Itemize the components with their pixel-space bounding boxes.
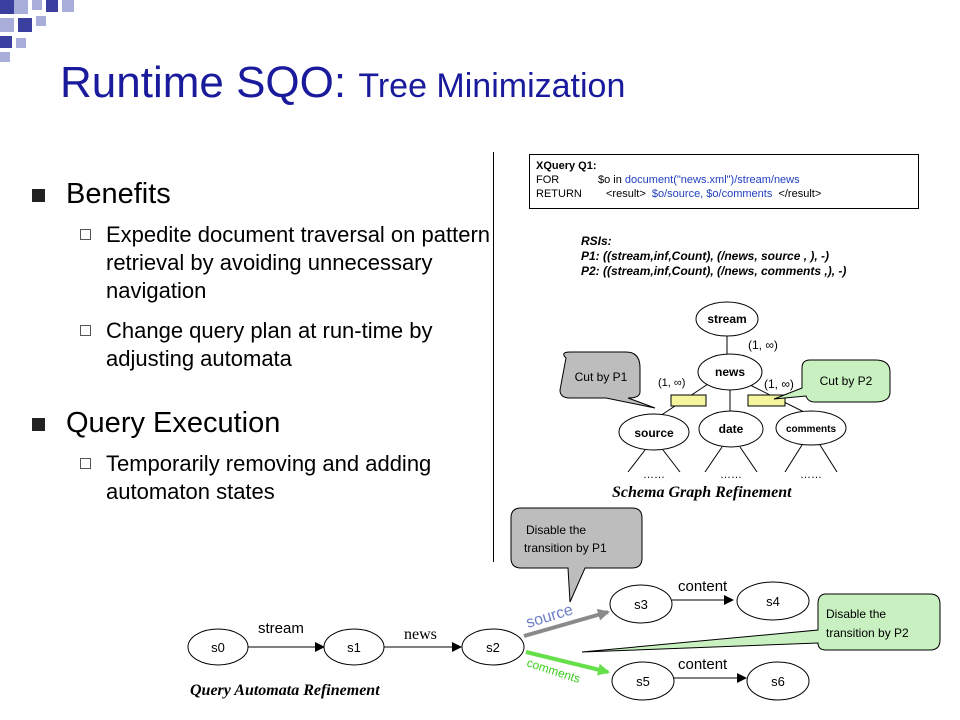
subbullet-marker	[80, 229, 91, 240]
dots-source: ……	[643, 469, 665, 481]
deco-square	[0, 52, 10, 62]
dots-date: ……	[720, 469, 742, 481]
schema-graph: stream news source date comments …… …… ……	[559, 301, 891, 481]
state-s3	[609, 584, 673, 624]
bullet-benefits: Benefits	[30, 178, 490, 211]
node-stream	[695, 301, 759, 337]
deco-square	[14, 0, 28, 14]
xquery-box: XQuery Q1: FOR $o in document("news.xml")…	[529, 154, 919, 209]
callout-disable-p2	[581, 593, 941, 653]
bullet-marker	[32, 189, 45, 202]
state-s0-label: s0	[211, 640, 225, 655]
node-date	[698, 410, 764, 448]
cut-bar-p1	[670, 394, 707, 407]
callout-disable-p2-line2: transition by P2	[826, 626, 909, 640]
state-s5	[611, 661, 675, 701]
card-news-comments: (1, ∞)	[764, 377, 794, 391]
dots-comments: ……	[800, 469, 822, 481]
edge-s2-s3-source	[523, 608, 610, 638]
query-automata-caption: Query Automata Refinement	[190, 682, 380, 699]
state-s3-label: s3	[634, 597, 648, 612]
subbullet-text: Expedite document traversal on pattern r…	[106, 222, 491, 303]
state-s0	[187, 628, 249, 666]
deco-square	[18, 18, 32, 32]
bullet-query-execution: Query Execution	[30, 407, 490, 440]
bullet-text: Query Execution	[66, 407, 281, 439]
subbullet-marker	[80, 325, 91, 336]
state-s6	[746, 661, 810, 701]
state-s4	[736, 581, 810, 621]
node-comments	[775, 410, 847, 446]
state-s1-label: s1	[347, 640, 361, 655]
node-source	[618, 413, 690, 451]
callout-disable-p2-line1: Disable the	[826, 607, 886, 621]
schema-graph-caption: Schema Graph Refinement	[612, 484, 792, 501]
subbullet: Temporarily removing and adding automato…	[30, 450, 490, 506]
callout-disable-p1-line2: transition by P1	[524, 541, 607, 555]
page-title: Runtime SQO: Tree Minimization	[60, 58, 625, 108]
state-s2	[461, 628, 525, 666]
node-news	[697, 353, 763, 391]
subbullet-marker	[80, 458, 91, 469]
callout-disable-p1	[510, 507, 643, 603]
subbullet: Expedite document traversal on pattern r…	[30, 221, 490, 305]
state-s1	[323, 628, 385, 666]
edge-content-label-2: content	[678, 656, 728, 673]
xquery-result-close: </result>	[778, 188, 822, 200]
cut-bar-p2	[747, 394, 786, 407]
node-news-label: news	[715, 365, 745, 379]
rsi-list: RSIs: P1: ((stream,inf,Count), (/news, s…	[581, 234, 846, 279]
bullet-list: Benefits Expedite document traversal on …	[30, 178, 490, 518]
edge-content-label-1: content	[678, 578, 728, 595]
deco-square	[0, 0, 14, 14]
subbullet-text: Change query plan at run-time by adjusti…	[106, 318, 433, 371]
node-source-label: source	[634, 426, 674, 440]
state-s5-label: s5	[636, 674, 650, 689]
state-s2-label: s2	[486, 640, 500, 655]
deco-square	[0, 36, 12, 48]
deco-square	[46, 0, 58, 12]
callout-cut-p2	[773, 359, 891, 403]
deco-square	[32, 0, 42, 10]
bullet-marker	[32, 418, 45, 431]
state-s4-label: s4	[766, 594, 780, 609]
card-stream-news: (1, ∞)	[748, 338, 778, 352]
title-main: Runtime SQO:	[60, 58, 347, 107]
title-sub: Tree Minimization	[358, 67, 626, 105]
state-s6-label: s6	[771, 674, 785, 689]
rsi-p1: P1: ((stream,inf,Count), (/news, source …	[581, 249, 830, 263]
xquery-for-expr: document("news.xml")/stream/news	[624, 174, 800, 186]
bullet-text: Benefits	[66, 178, 171, 210]
subbullet-text: Temporarily removing and adding automato…	[106, 451, 432, 504]
callout-cut-p2-text: Cut by P2	[820, 374, 873, 388]
rsi-p2: P2: ((stream,inf,Count), (/news, comment…	[581, 264, 847, 278]
node-date-label: date	[719, 422, 744, 436]
xquery-for-keyword: FOR	[536, 174, 560, 186]
xquery-result-open: <result>	[606, 188, 646, 200]
callout-cut-p1-text: Cut by P1	[575, 370, 628, 384]
deco-square	[36, 16, 46, 26]
query-automata: s0 s1 s2 s3 s4 s5 s6 stream news content…	[187, 507, 941, 701]
xquery-return-keyword: RETURN	[536, 188, 582, 200]
deco-square	[16, 38, 26, 48]
node-stream-label: stream	[707, 312, 746, 326]
deco-square	[62, 0, 74, 12]
edge-news-label: news	[404, 626, 437, 643]
card-news-source: (1, ∞)	[658, 377, 685, 389]
deco-square	[0, 18, 14, 32]
node-comments-label: comments	[786, 424, 836, 435]
xquery-return-expr: $o/source, $o/comments	[651, 188, 773, 200]
callout-disable-p1-line1: Disable the	[526, 523, 586, 537]
xquery-for-var: $o in	[598, 174, 622, 186]
divider-line	[493, 152, 494, 562]
callout-cut-p1	[559, 351, 656, 409]
edge-stream-label: stream	[258, 620, 304, 637]
subbullet: Change query plan at run-time by adjusti…	[30, 317, 490, 373]
rsi-heading: RSIs:	[581, 234, 612, 248]
edge-s2-s5-comments	[525, 650, 610, 676]
xquery-heading: XQuery Q1:	[536, 160, 597, 172]
